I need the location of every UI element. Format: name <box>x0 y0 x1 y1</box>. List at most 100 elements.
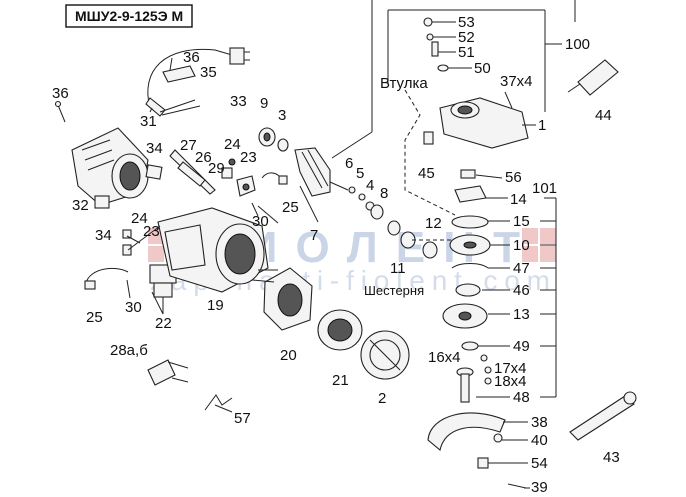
spindle-part-48 <box>456 367 474 403</box>
label-11: 11 <box>390 260 406 277</box>
label-57: 57 <box>234 410 251 427</box>
label-34-bottom: 34 <box>95 227 112 244</box>
label-15: 15 <box>513 213 530 230</box>
part-40 <box>493 433 503 443</box>
label-49: 49 <box>513 338 530 355</box>
wire-part-57 <box>204 394 233 411</box>
part-8 <box>370 204 384 220</box>
label-9: 9 <box>260 95 268 112</box>
wire-terminal-part-25-top <box>278 175 288 185</box>
part-53 <box>423 17 433 27</box>
wrench-part-43 <box>569 391 637 441</box>
part-16x4 <box>480 354 488 362</box>
bearing-part-9 <box>258 127 276 147</box>
label-vtulka: Втулка <box>380 75 428 92</box>
label-22: 22 <box>155 315 172 332</box>
part-18x4 <box>484 377 492 385</box>
part-6 <box>348 186 356 194</box>
label-1: 1 <box>538 117 546 134</box>
stator-part-20 <box>251 267 313 331</box>
label-10: 10 <box>513 237 530 254</box>
label-30-top: 30 <box>252 213 269 230</box>
side-handle-part-44 <box>567 59 619 96</box>
label-5: 5 <box>356 165 364 182</box>
capacitor-part-28 <box>147 359 189 386</box>
screws-part-37x4 <box>504 91 513 109</box>
label-25-top: 25 <box>282 199 299 216</box>
label-37x4: 37x4 <box>500 73 533 90</box>
part-5 <box>358 193 366 201</box>
label-20: 20 <box>280 347 297 364</box>
power-cable-part-31 <box>145 47 250 117</box>
label-24-bottom: 24 <box>131 210 148 227</box>
label-101: 101 <box>532 180 557 197</box>
label-8: 8 <box>380 185 388 202</box>
wire-terminal-part-25-bottom <box>84 280 96 290</box>
label-100: 100 <box>565 36 590 53</box>
label-36-top: 36 <box>183 49 200 66</box>
label-shesternya: Шестерня <box>364 283 424 298</box>
label-43: 43 <box>603 449 620 466</box>
label-48: 48 <box>513 389 530 406</box>
label-27: 27 <box>180 137 197 154</box>
label-32: 32 <box>72 197 89 214</box>
screw-part-39 <box>507 483 527 489</box>
circlip-part-47 <box>451 263 489 269</box>
label-56: 56 <box>505 169 522 186</box>
seal-part-49 <box>461 341 479 351</box>
rear-housing-part-32 <box>71 127 149 206</box>
ring-part-15 <box>451 215 489 229</box>
label-21: 21 <box>332 372 349 389</box>
label-34-top: 34 <box>146 140 163 157</box>
part-54 <box>477 457 489 469</box>
brush-parts-part-24-23-29 <box>221 158 256 197</box>
screw-part-30-top <box>251 202 259 217</box>
cable-clamp-part-35 <box>162 57 196 83</box>
guard-part-38 <box>427 412 506 451</box>
label-14: 14 <box>510 191 527 208</box>
label-19: 19 <box>207 297 224 314</box>
label-29: 29 <box>208 160 225 177</box>
screw-part-30-bottom <box>126 279 131 299</box>
label-44: 44 <box>595 107 612 124</box>
label-6: 6 <box>345 155 353 172</box>
model-title-text: МШУ2-9-125Э М <box>75 8 183 24</box>
label-46: 46 <box>513 282 530 299</box>
label-31: 31 <box>140 113 157 130</box>
bearing-part-12 <box>422 241 438 259</box>
part-56 <box>460 169 476 179</box>
label-33: 33 <box>230 93 247 110</box>
wire-part-25-bottom <box>85 267 129 284</box>
label-38: 38 <box>531 414 548 431</box>
screw-part-36 <box>54 100 66 123</box>
small-parts-24-23-bottom <box>122 229 132 256</box>
part-45 <box>423 131 434 145</box>
plate-part-14 <box>454 185 487 203</box>
bearing-part-46 <box>455 283 481 297</box>
label-23-top: 23 <box>240 149 257 166</box>
label-30-bottom: 30 <box>125 299 142 316</box>
label-3: 3 <box>278 107 286 124</box>
bearing-part-3 <box>277 138 289 152</box>
label-25-bottom: 25 <box>86 309 103 326</box>
label-39: 39 <box>531 479 548 496</box>
gear-part-10 <box>449 234 491 256</box>
flange-part-13 <box>442 303 488 329</box>
plate-part-34-top <box>145 164 163 180</box>
label-12: 12 <box>425 215 442 232</box>
part-52 <box>426 33 434 41</box>
label-24-top: 24 <box>224 136 241 153</box>
rotor-part-7 <box>294 147 349 197</box>
label-16x4: 16x4 <box>428 349 461 366</box>
label-40: 40 <box>531 432 548 449</box>
label-50: 50 <box>474 60 491 77</box>
label-54: 54 <box>531 455 548 472</box>
part-17x4 <box>484 366 492 374</box>
leader-lines <box>126 0 576 489</box>
label-52: 52 <box>458 29 475 46</box>
label-45: 45 <box>418 165 435 182</box>
brush-holder-part-27 <box>169 149 216 195</box>
label-35: 35 <box>200 64 217 81</box>
label-51: 51 <box>458 44 475 61</box>
